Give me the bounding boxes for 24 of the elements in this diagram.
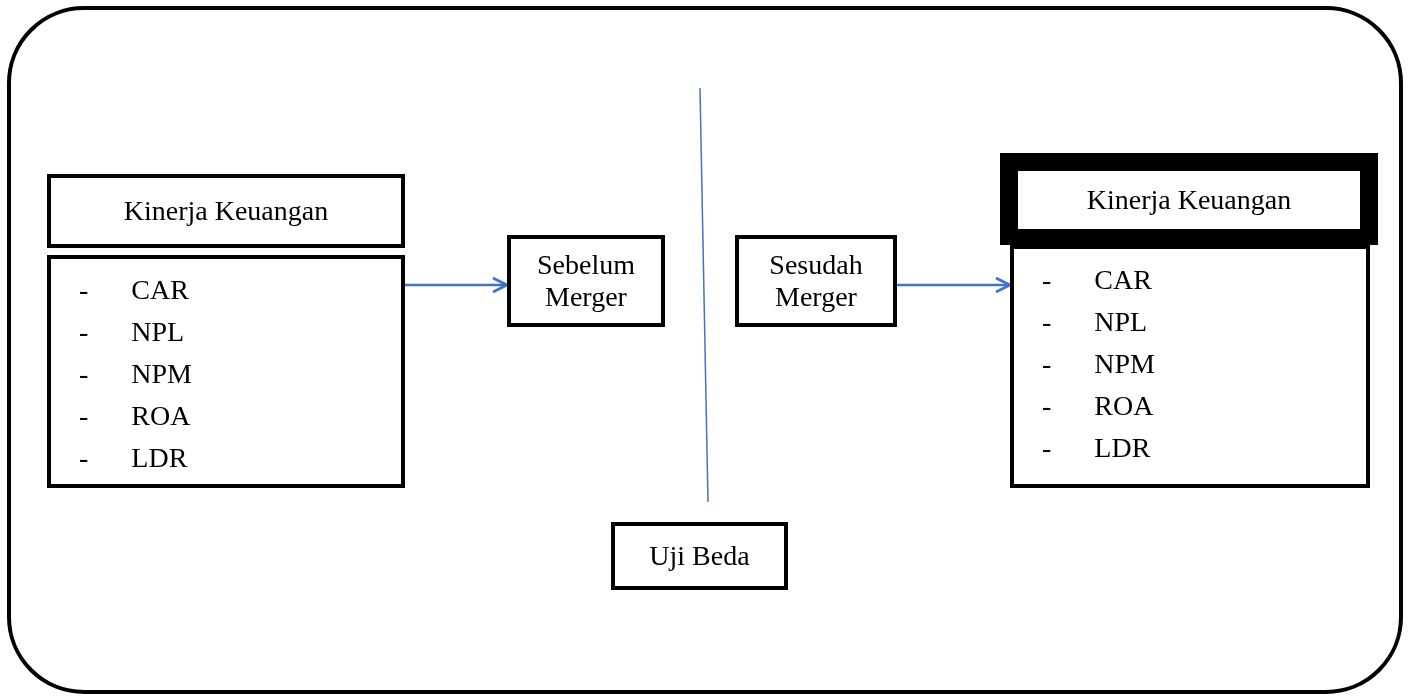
process-box: [507, 235, 665, 327]
list-box: [1010, 245, 1370, 488]
header-box: [47, 174, 405, 248]
list-item: - NPM: [79, 357, 192, 391]
process-box: [611, 522, 788, 590]
arrow: [897, 276, 1012, 294]
list-item: - NPL: [1042, 305, 1148, 339]
list-item: - CAR: [1042, 263, 1152, 297]
list-item: - ROA: [1042, 389, 1154, 423]
box-label: Sesudah Merger: [768, 249, 864, 313]
box-label: Kinerja Keuangan: [123, 195, 329, 227]
box-label: Kinerja Keuangan: [1086, 184, 1292, 216]
list-box: [47, 255, 405, 488]
list-item: - ROA: [79, 399, 191, 433]
box-label: Uji Beda: [649, 540, 750, 572]
box-label: Sebelum Merger: [536, 249, 636, 313]
list-item: - LDR: [79, 441, 188, 475]
list-item: - LDR: [1042, 431, 1151, 465]
process-box: [735, 235, 897, 327]
header-box: [1000, 153, 1378, 245]
list-item: - CAR: [79, 273, 189, 307]
arrow: [405, 276, 509, 294]
list-item: - NPL: [79, 315, 185, 349]
list-item: - NPM: [1042, 347, 1155, 381]
